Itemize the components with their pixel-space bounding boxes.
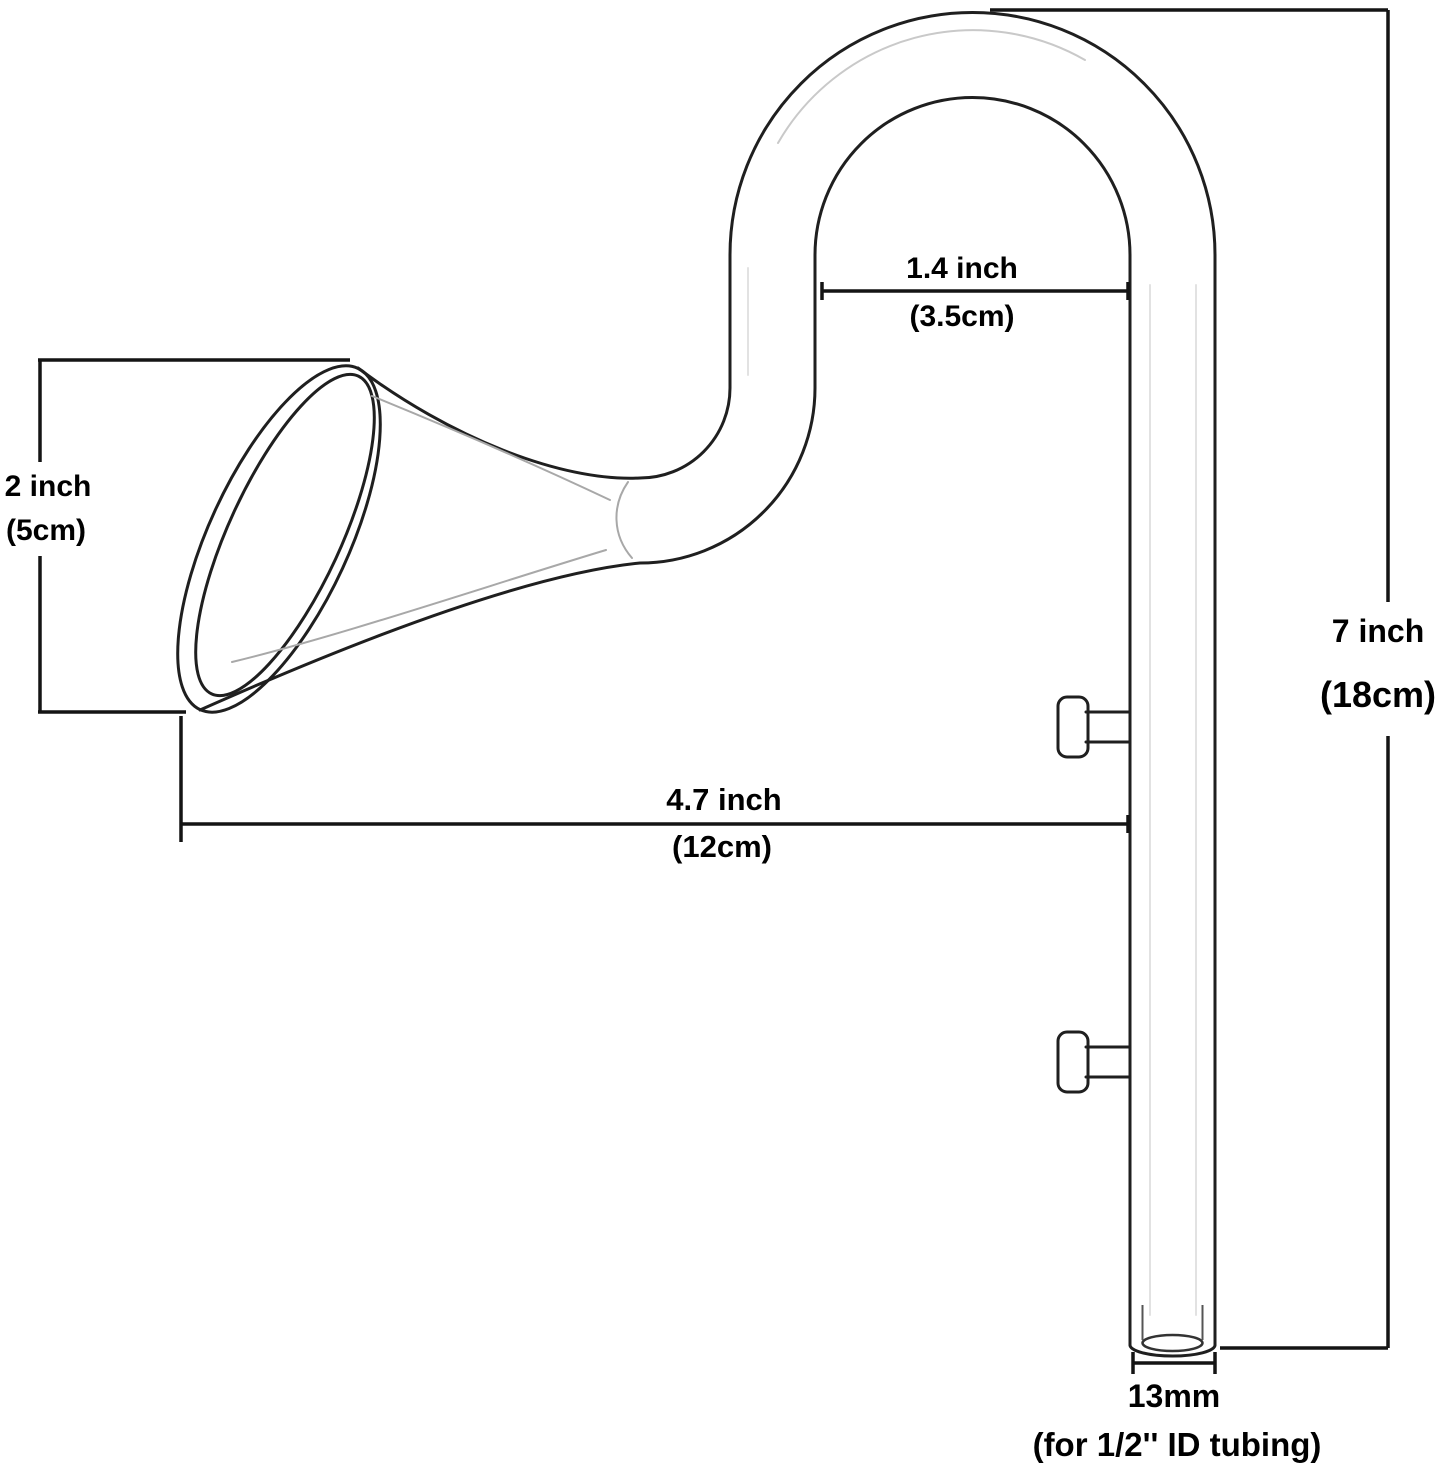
dim-bend-offset: 1.4 inch (3.5cm) xyxy=(820,252,1130,333)
tube-bottom-rim xyxy=(1128,1343,1217,1358)
dim-outlet-note: (for 1/2'' ID tubing) xyxy=(1033,1426,1322,1463)
dim-bend-offset-imperial: 1.4 inch xyxy=(906,252,1018,285)
dim-outlet: 13mm (for 1/2'' ID tubing) xyxy=(1033,1352,1322,1463)
hook-reflection-arc xyxy=(777,29,1086,144)
dim-mouth-height: 2 inch (5cm) xyxy=(5,358,350,714)
dim-reach-imperial: 4.7 inch xyxy=(666,782,781,817)
dimension-annotations: 1.4 inch (3.5cm) 2 inch (5cm) 7 inch (18… xyxy=(5,8,1436,1463)
dim-mouth-height-imperial: 2 inch xyxy=(5,470,92,503)
dim-overall-height-metric: (18cm) xyxy=(1320,674,1436,715)
nub-cap xyxy=(1056,1030,1090,1094)
trumpet-interior-line-bottom xyxy=(231,549,607,663)
trumpet-rim-outer xyxy=(176,364,382,714)
nub-cap xyxy=(1056,695,1090,759)
trumpet-neck-waist-line xyxy=(615,481,633,559)
pipe-inner-edge xyxy=(198,96,1132,1347)
dim-mouth-height-metric: (5cm) xyxy=(6,514,86,547)
dim-overall-height-imperial: 7 inch xyxy=(1332,613,1424,649)
glass-pipe-drawing xyxy=(176,11,1217,1358)
mounting-nub-top xyxy=(1056,695,1132,759)
trumpet-interior-line-top xyxy=(371,395,611,501)
tube-bore-opening xyxy=(1141,1333,1204,1353)
dim-reach: 4.7 inch (12cm) xyxy=(179,716,1130,864)
dim-outlet-diameter: 13mm xyxy=(1128,1378,1221,1414)
dim-overall-height: 7 inch (18cm) xyxy=(990,8,1436,1350)
trumpet-rim-inner xyxy=(194,372,376,698)
mounting-nub-bottom xyxy=(1056,1030,1132,1094)
dim-bend-offset-metric: (3.5cm) xyxy=(909,300,1014,333)
pipe-outer-edge xyxy=(356,11,1217,1347)
dim-reach-metric: (12cm) xyxy=(672,829,772,864)
